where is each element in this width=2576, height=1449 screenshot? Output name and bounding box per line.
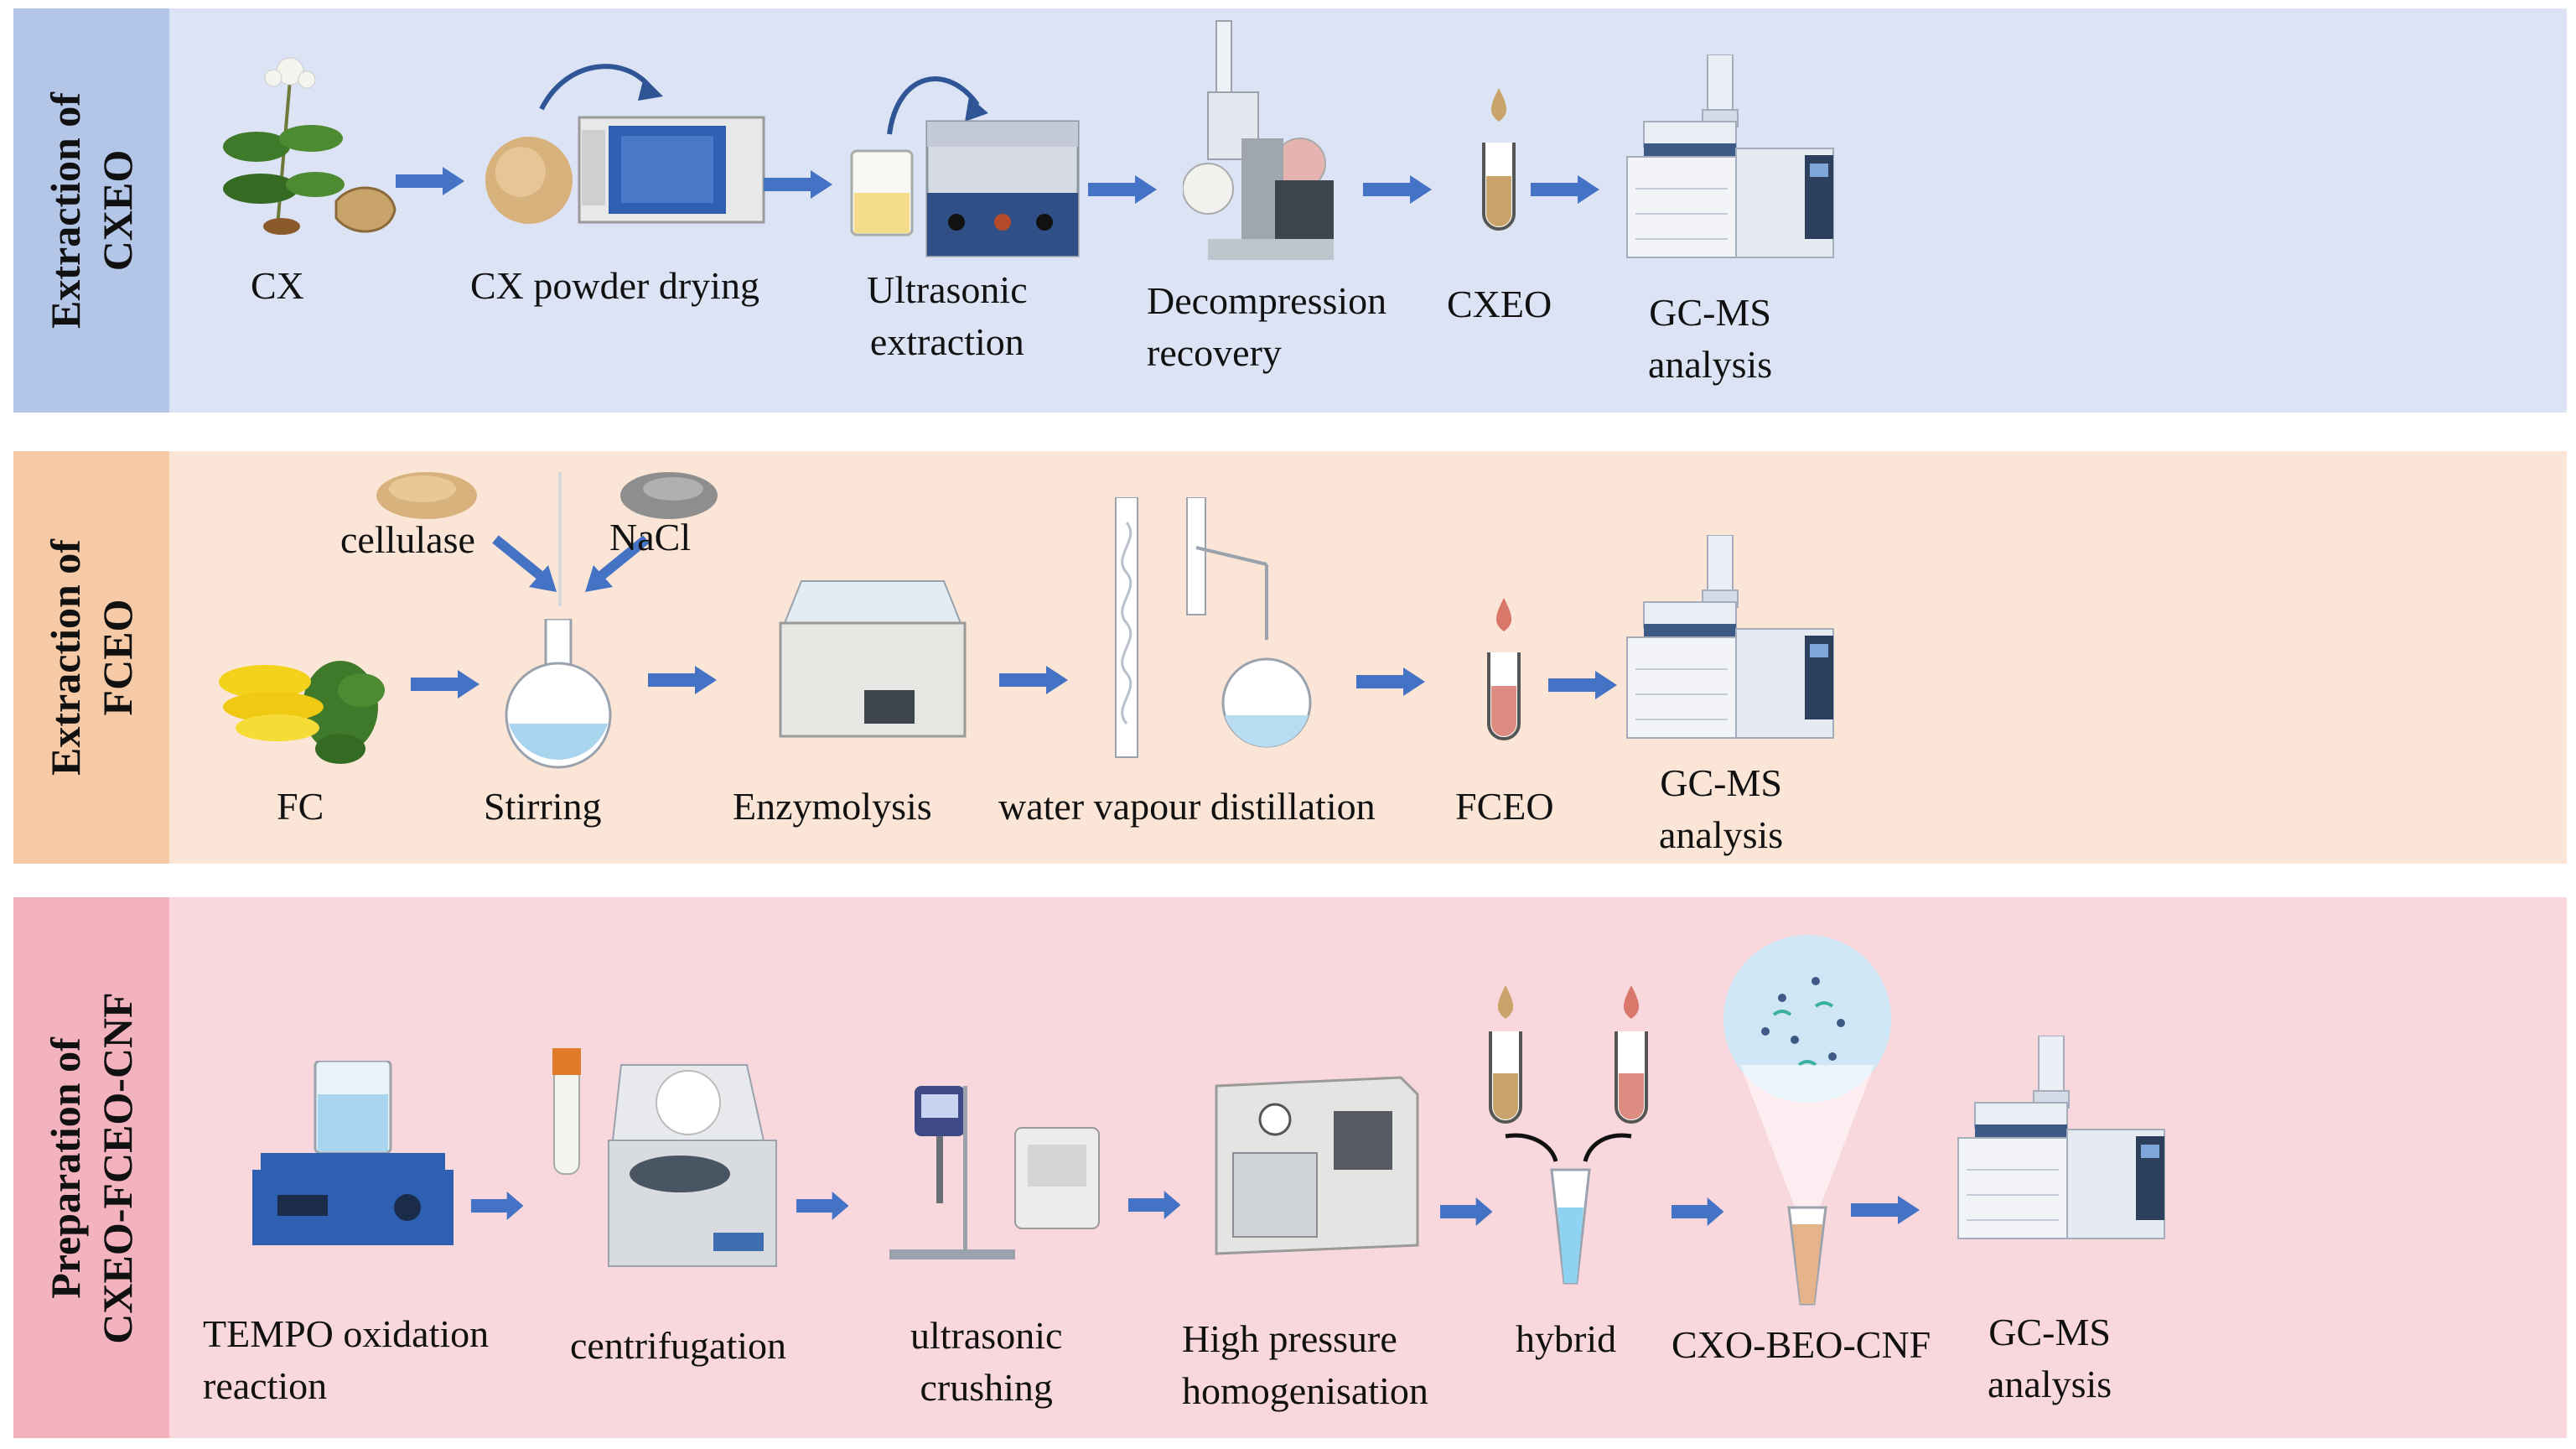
drying-oven-icon	[485, 64, 765, 224]
arrow-icon	[1531, 175, 1599, 204]
arrow-icon	[796, 1192, 849, 1220]
fc-fruit-icon	[219, 661, 385, 764]
cnf-magnified-icon	[1723, 935, 1891, 1306]
reagent-label-nacl: NaCl	[609, 516, 692, 558]
arrow-icon	[648, 666, 717, 694]
arrow-icon	[1548, 671, 1617, 699]
reagent-label-cellulase: cellulase	[340, 518, 475, 561]
step-label-gcms: GC-MS analysis	[1648, 291, 1773, 386]
panel-extraction-fceo: Extraction of FCEO	[13, 451, 2567, 864]
arrow-icon	[585, 535, 650, 592]
step-label-high-pressure: High pressure homogenisation	[1182, 1317, 1428, 1412]
step-label-enzymolysis: Enzymolysis	[733, 785, 932, 828]
panel-preparation: Preparation of CXEO-FCEO-CNF	[13, 897, 2567, 1438]
step-label-product: CXO-BEO-CNF	[1672, 1323, 1931, 1366]
step-label-tempo: TEMPO oxidation reaction	[203, 1312, 490, 1407]
step-label-drying: CX powder drying	[470, 264, 759, 307]
gcms-icon	[1957, 1036, 2165, 1239]
arrow-icon	[1363, 175, 1432, 204]
round-flask-icon	[505, 619, 612, 769]
arrow-icon	[1672, 1197, 1724, 1226]
step-label-distillation: water vapour distillation	[998, 785, 1376, 828]
panel-side-label: Preparation of CXEO-FCEO-CNF	[13, 897, 169, 1438]
ultrasonic-crusher-icon	[889, 1086, 1100, 1259]
step-label-gcms: GC-MS analysis	[1988, 1311, 2112, 1405]
arrow-icon	[411, 670, 479, 699]
homogeniser-icon	[1215, 1076, 1419, 1255]
arrow-icon	[1440, 1197, 1493, 1226]
panel-title: Extraction of CXEO	[42, 92, 141, 329]
arrow-icon	[1356, 667, 1425, 696]
step-label-fceo: FCEO	[1455, 785, 1554, 828]
fceo-tube-icon	[1487, 598, 1521, 740]
cxeo-tube-icon	[1482, 88, 1516, 231]
step-label-hybrid: hybrid	[1516, 1317, 1617, 1360]
panel-extraction-cxeo: Extraction of CXEO	[13, 8, 2567, 413]
step-label-ultrasonic-crushing: ultrasonic crushing	[910, 1314, 1063, 1409]
centrifuge-icon	[552, 1048, 777, 1267]
step-label-cx: CX	[251, 264, 304, 307]
arrow-icon	[471, 1192, 524, 1220]
arrow-icon	[1128, 1191, 1181, 1219]
arrow-icon	[492, 535, 557, 592]
rotary-evaporator-icon	[1183, 20, 1334, 260]
plant-icon	[223, 57, 397, 235]
step-label-decompression: Decompression recovery	[1147, 279, 1387, 374]
magnetic-stirrer-icon	[252, 1061, 454, 1245]
hybrid-tubes-icon	[1489, 985, 1648, 1285]
step-label-gcms: GC-MS analysis	[1659, 761, 1784, 856]
cellulase-powder-icon	[376, 472, 477, 519]
gcms-icon	[1626, 55, 1834, 258]
ultrasonic-bath-icon	[850, 76, 1080, 257]
stir-rod-icon	[558, 472, 562, 606]
distillation-apparatus-icon	[1115, 497, 1312, 758]
step-label-cxeo: CXEO	[1447, 283, 1552, 325]
panel-side-label: Extraction of FCEO	[13, 451, 169, 864]
nacl-powder-icon	[620, 472, 718, 519]
panel-title: Extraction of FCEO	[42, 539, 141, 776]
arrow-icon	[999, 666, 1068, 694]
panel-title: Preparation of CXEO-FCEO-CNF	[42, 991, 141, 1344]
arrow-icon	[1088, 175, 1157, 204]
step-label-fc: FC	[277, 785, 324, 828]
arrow-icon	[764, 170, 832, 199]
step-label-centrifugation: centrifugation	[570, 1324, 787, 1367]
step-label-ultrasonic-extraction: Ultrasonic extraction	[867, 268, 1028, 363]
gcms-icon	[1626, 535, 1834, 739]
panel-side-label: Extraction of CXEO	[13, 8, 169, 413]
arrow-icon	[396, 167, 464, 195]
arrow-icon	[1851, 1196, 1920, 1224]
step-label-stirring: Stirring	[484, 785, 602, 828]
water-bath-icon	[779, 580, 967, 738]
